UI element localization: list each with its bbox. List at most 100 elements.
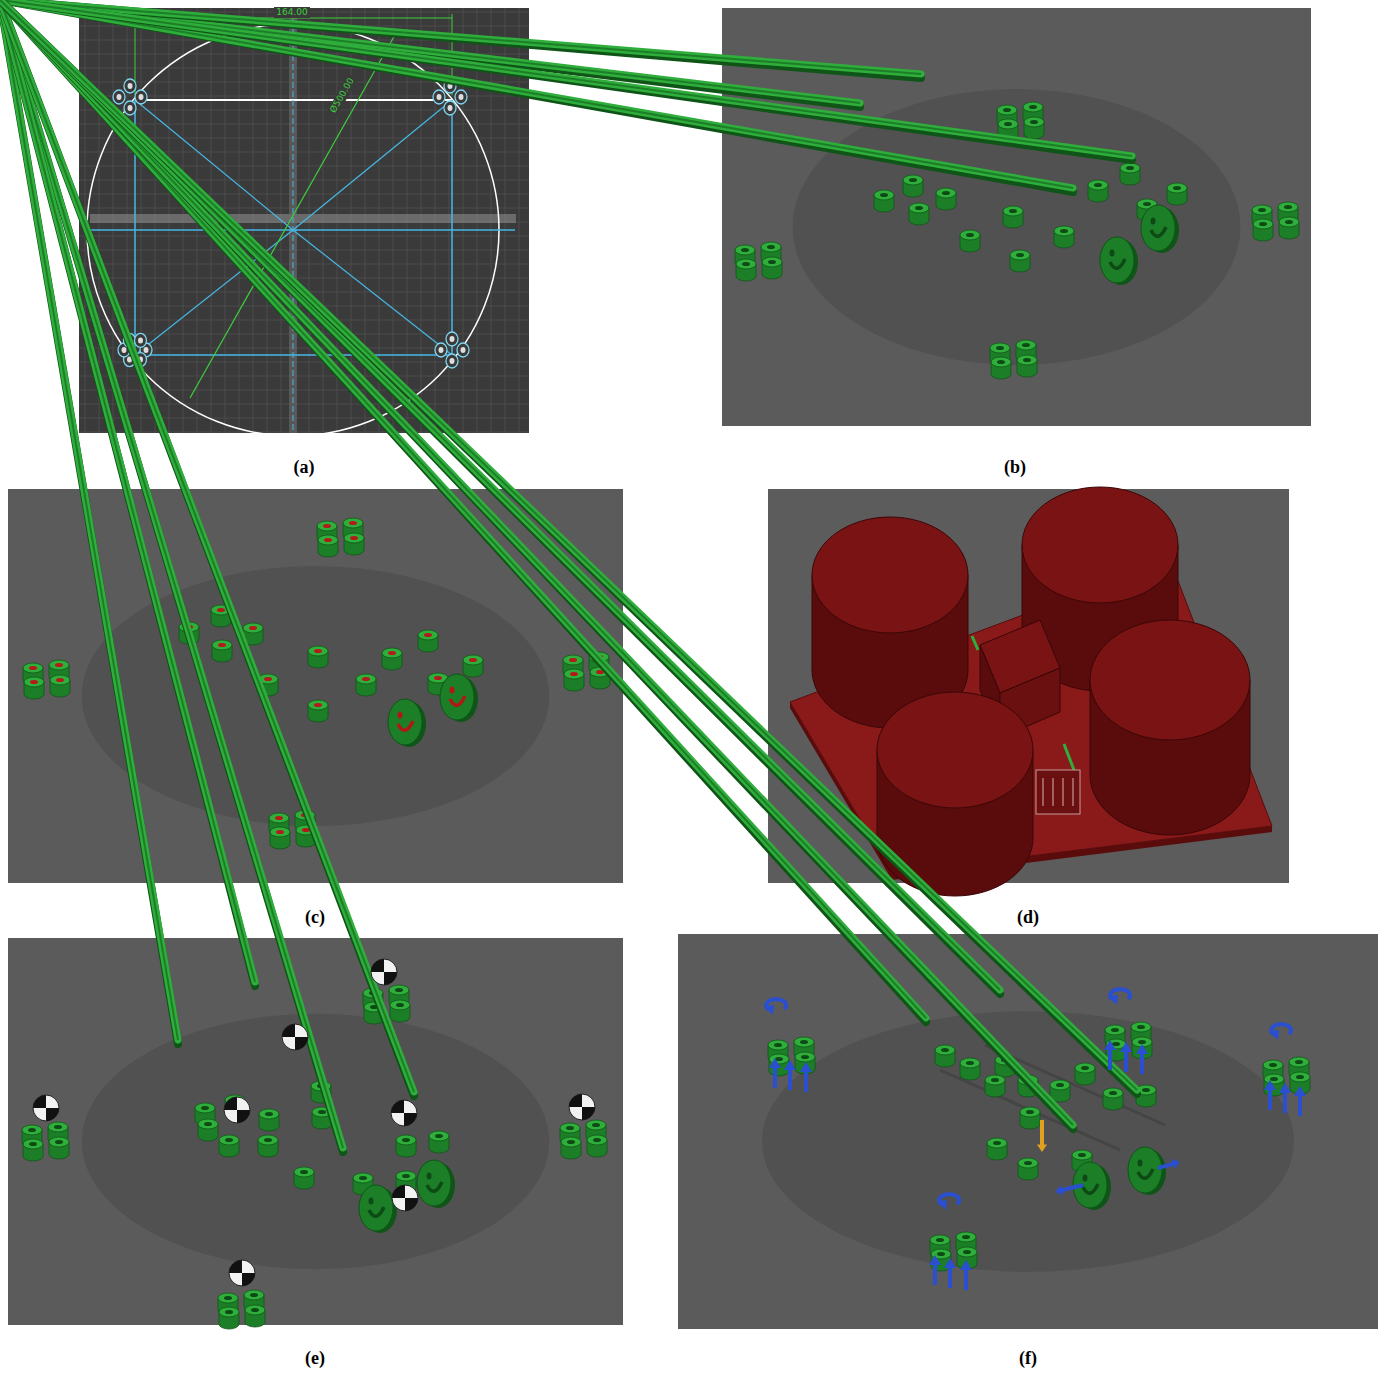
footprint-core — [122, 347, 127, 353]
spacer-part — [49, 1137, 69, 1159]
part-hole — [424, 633, 432, 637]
axis-line — [293, 10, 294, 432]
part-top — [258, 1135, 278, 1145]
panel-label: (b) — [1002, 457, 1028, 477]
ball-white — [391, 1100, 417, 1126]
part-top — [50, 675, 70, 685]
part-top — [1253, 219, 1273, 229]
footprint-ring — [124, 79, 136, 93]
panel-label: (f) — [1017, 1348, 1039, 1368]
spacer-part — [587, 1135, 607, 1157]
arrow-head — [1264, 1080, 1276, 1090]
panel-label: (e) — [303, 1348, 327, 1368]
panel — [0, 0, 623, 1329]
arrow-head — [769, 1058, 781, 1068]
panel-ground — [79, 8, 529, 433]
spacer-part — [960, 230, 980, 252]
part-top — [761, 242, 781, 252]
ball-white — [392, 1185, 418, 1211]
disc-mouth — [1083, 1184, 1098, 1193]
rail-part — [0, 0, 255, 982]
part-top — [769, 1054, 789, 1064]
spacer-part — [294, 1167, 314, 1189]
rail-groove — [0, 0, 414, 1092]
spacer-part — [936, 188, 956, 210]
part-hole — [275, 816, 283, 820]
part-hole — [249, 626, 257, 630]
part-hole — [936, 1238, 944, 1242]
grid-line — [79, 250, 529, 251]
panel — [79, 8, 529, 436]
part-hole — [264, 1138, 272, 1142]
part-hole — [997, 360, 1005, 364]
disc-mouth — [398, 721, 413, 730]
part-hole — [1060, 229, 1068, 233]
part-footprint — [435, 332, 469, 368]
part-top — [1075, 1063, 1095, 1073]
panel-label: (c) — [303, 907, 327, 927]
rail-groove — [0, 0, 926, 1018]
ball-black — [404, 1113, 417, 1126]
spacer-part — [903, 175, 923, 197]
spacer-part — [957, 1247, 977, 1269]
part-hole — [767, 245, 775, 249]
spacer-part — [987, 1138, 1007, 1160]
ground-shadow — [82, 566, 549, 826]
spacer-part — [270, 827, 290, 849]
part-hole — [396, 1003, 404, 1007]
spacer-part — [1253, 219, 1273, 241]
grid-line — [79, 264, 529, 265]
part-hole — [359, 1176, 367, 1180]
footprint-ring — [135, 90, 147, 104]
part-top — [23, 1139, 43, 1149]
arrow-head — [937, 1200, 947, 1210]
ball-black — [46, 1108, 59, 1121]
part-top — [219, 1135, 239, 1145]
grid-line — [79, 124, 529, 125]
part-hole — [224, 1296, 232, 1300]
part-top — [1024, 117, 1044, 127]
ground-shadow — [793, 89, 1241, 365]
part-top — [957, 1247, 977, 1257]
part-hole — [800, 1040, 808, 1044]
footprint-core — [450, 336, 455, 342]
disc-eye — [450, 687, 455, 694]
part-hole — [915, 206, 923, 210]
spacer-part — [762, 257, 782, 279]
ball-black — [295, 1037, 308, 1050]
grid-line — [79, 208, 529, 209]
smiley-disc — [1141, 205, 1179, 253]
spacer-part — [258, 1135, 278, 1157]
part-hole — [1016, 253, 1024, 257]
grid-line — [79, 180, 529, 181]
spacer-part — [308, 700, 328, 722]
part-top — [1072, 1150, 1092, 1160]
part-top — [1131, 1022, 1151, 1032]
load-arrow — [1140, 1052, 1144, 1074]
spacer-part — [561, 1137, 581, 1159]
spacer-part — [23, 1139, 43, 1161]
load-arrow — [1268, 1088, 1272, 1110]
footprint-core — [128, 105, 133, 111]
part-top — [987, 1138, 1007, 1148]
disc-mouth — [1110, 259, 1125, 268]
part-top — [1010, 250, 1030, 260]
arrow-head — [1136, 1044, 1148, 1054]
part-hole — [201, 1106, 209, 1110]
part-top — [218, 1293, 238, 1303]
part-top — [794, 1037, 814, 1047]
part-hole — [1022, 343, 1030, 347]
part-hole — [402, 1138, 410, 1142]
load-arrow — [1108, 1048, 1112, 1070]
part-hole — [362, 677, 370, 681]
disc-face — [1141, 205, 1175, 251]
ball-black — [282, 1024, 295, 1037]
spacer-part — [1020, 1107, 1040, 1129]
spacer-part — [874, 190, 894, 212]
disc-face — [440, 674, 474, 720]
spacer-part — [1088, 180, 1108, 202]
ball-white — [282, 1024, 308, 1050]
part-top — [1088, 180, 1108, 190]
part-hole — [218, 643, 226, 647]
spacer-part — [390, 1000, 410, 1022]
